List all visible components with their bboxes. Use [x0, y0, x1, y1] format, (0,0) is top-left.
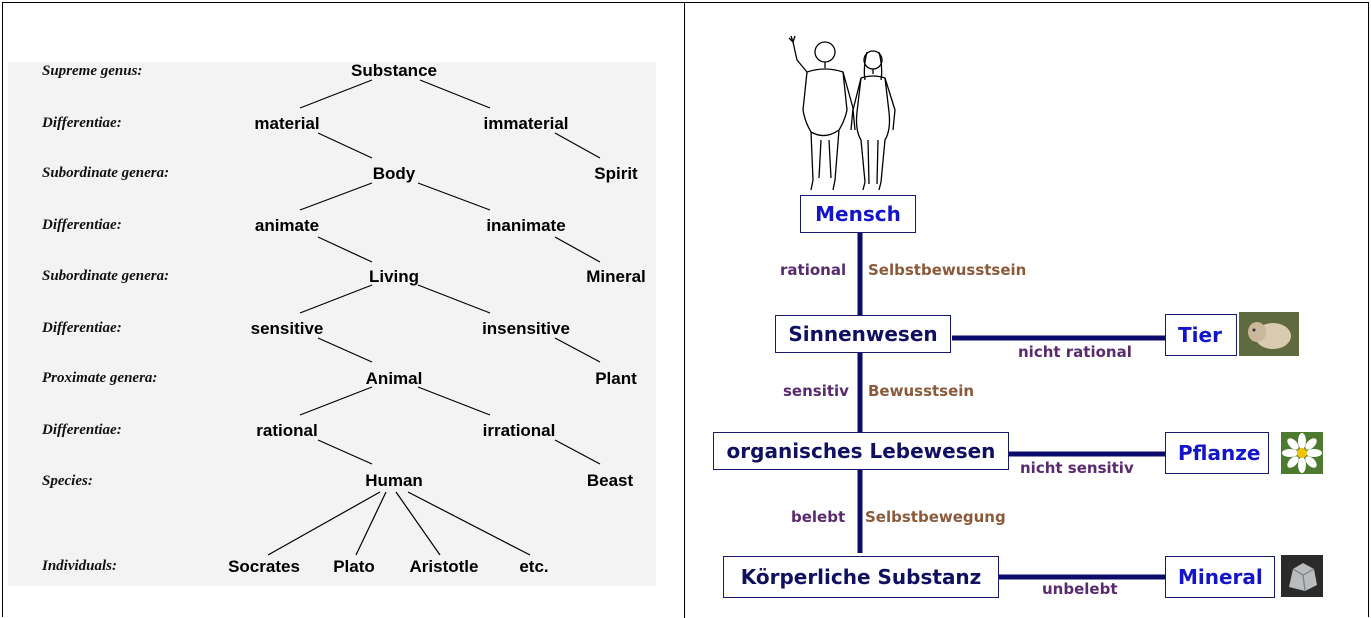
- edge-animal-rational: [299, 386, 373, 416]
- level-label: Proximate genera:: [42, 370, 158, 386]
- edge-immaterial-spirit: [554, 132, 601, 159]
- level-label: Subordinate genera:: [42, 268, 170, 284]
- edge-label-selbstbewusstsein: Selbstbewusstsein: [868, 261, 1027, 279]
- edge-animal-irrational: [417, 386, 491, 416]
- edge-human-plato: [355, 491, 387, 556]
- level-label: Species:: [42, 473, 93, 489]
- edge-body-animate: [299, 182, 373, 211]
- level-label: Individuals:: [42, 558, 118, 574]
- level-label: Subordinate genera:: [42, 165, 170, 181]
- node-material: material: [254, 114, 320, 133]
- tree-connectors: [267, 79, 601, 556]
- edge-label-selbstbewegung: Selbstbewegung: [865, 508, 1006, 526]
- man-figure: [788, 35, 854, 191]
- node-immaterial: immaterial: [483, 114, 569, 133]
- node-rational: rational: [256, 421, 318, 440]
- level-label: Differentiae:: [42, 115, 122, 131]
- porphyrian-tree-panel: Supreme genus: Differentiae: Subordinate…: [0, 0, 684, 618]
- edge-living-insensitive: [417, 284, 491, 314]
- edge-insensitive-plant: [554, 337, 601, 363]
- edge-inanimate-mineral: [554, 236, 601, 263]
- level-label: Supreme genus:: [42, 63, 143, 79]
- node-inanimate: inanimate: [486, 216, 566, 235]
- node-living: Living: [368, 267, 420, 286]
- edge-label-belebt: belebt: [791, 508, 846, 526]
- box-organisches-lebewesen: organisches Lebewesen: [713, 432, 1009, 470]
- sheep-image: [1239, 312, 1299, 356]
- edge-label-bewusstsein: Bewusstsein: [868, 382, 975, 400]
- edge-rational-human: [317, 439, 373, 465]
- edge-human-etc: [407, 491, 531, 556]
- pflanze-label: Pflanze: [1178, 441, 1261, 465]
- edge-label-rational: rational: [780, 261, 847, 279]
- edge-human-socrates: [267, 491, 381, 556]
- node-plato: Plato: [333, 557, 375, 576]
- box-mineral: Mineral: [1165, 556, 1275, 598]
- node-insensitive: insensitive: [482, 319, 570, 338]
- node-aristotle: Aristotle: [409, 557, 479, 576]
- panel-divider: [684, 2, 685, 618]
- edge-substance-immaterial: [419, 79, 491, 109]
- level-label: Differentiae:: [42, 320, 122, 336]
- human-figures-illustration: [788, 35, 896, 191]
- edge-material-body: [317, 132, 373, 159]
- node-sensitive: sensitive: [250, 319, 324, 338]
- rock-image: [1281, 555, 1323, 597]
- edge-label-nicht-rational: nicht rational: [1018, 343, 1132, 361]
- german-hierarchy-panel: Mensch Sinnenwesen organisches Lebewesen…: [685, 0, 1371, 618]
- mineral-label: Mineral: [1178, 565, 1263, 589]
- box-pflanze: Pflanze: [1165, 432, 1269, 474]
- tree-background: [8, 62, 656, 586]
- level-label: Differentiae:: [42, 422, 122, 438]
- level-label: Differentiae:: [42, 217, 122, 233]
- node-etc: etc.: [519, 557, 549, 576]
- edge-living-sensitive: [299, 284, 373, 314]
- box-koerperliche-substanz: Körperliche Substanz: [723, 556, 999, 598]
- edge-irrational-beast: [554, 439, 601, 465]
- node-beast: Beast: [586, 471, 634, 490]
- edge-body-inanimate: [417, 182, 491, 211]
- node-socrates: Socrates: [228, 557, 300, 576]
- edge-sensitive-animal: [317, 337, 373, 363]
- edge-label-unbelebt: unbelebt: [1042, 580, 1118, 598]
- tier-label: Tier: [1178, 323, 1222, 347]
- box-tier: Tier: [1165, 314, 1237, 356]
- node-spirit: Spirit: [594, 164, 638, 183]
- node-body: Body: [372, 164, 416, 183]
- node-plant: Plant: [595, 369, 637, 388]
- edge-substance-material: [299, 79, 373, 109]
- hierarchy-connectors: [857, 230, 1165, 580]
- edge-label-nicht-sensitiv: nicht sensitiv: [1020, 459, 1134, 477]
- daisy-image: [1281, 432, 1323, 474]
- box-mensch: Mensch: [800, 195, 916, 233]
- node-substance: Substance: [351, 61, 437, 80]
- edge-label-sensitiv: sensitiv: [783, 382, 849, 400]
- node-irrational: irrational: [482, 421, 556, 440]
- box-sinnenwesen: Sinnenwesen: [775, 315, 951, 353]
- node-animate: animate: [254, 216, 320, 235]
- node-animal: Animal: [365, 369, 423, 388]
- edge-human-aristotle: [395, 491, 441, 556]
- woman-figure: [852, 50, 896, 191]
- edge-animate-living: [317, 236, 373, 263]
- node-human: Human: [365, 471, 423, 490]
- node-mineral: Mineral: [586, 267, 646, 286]
